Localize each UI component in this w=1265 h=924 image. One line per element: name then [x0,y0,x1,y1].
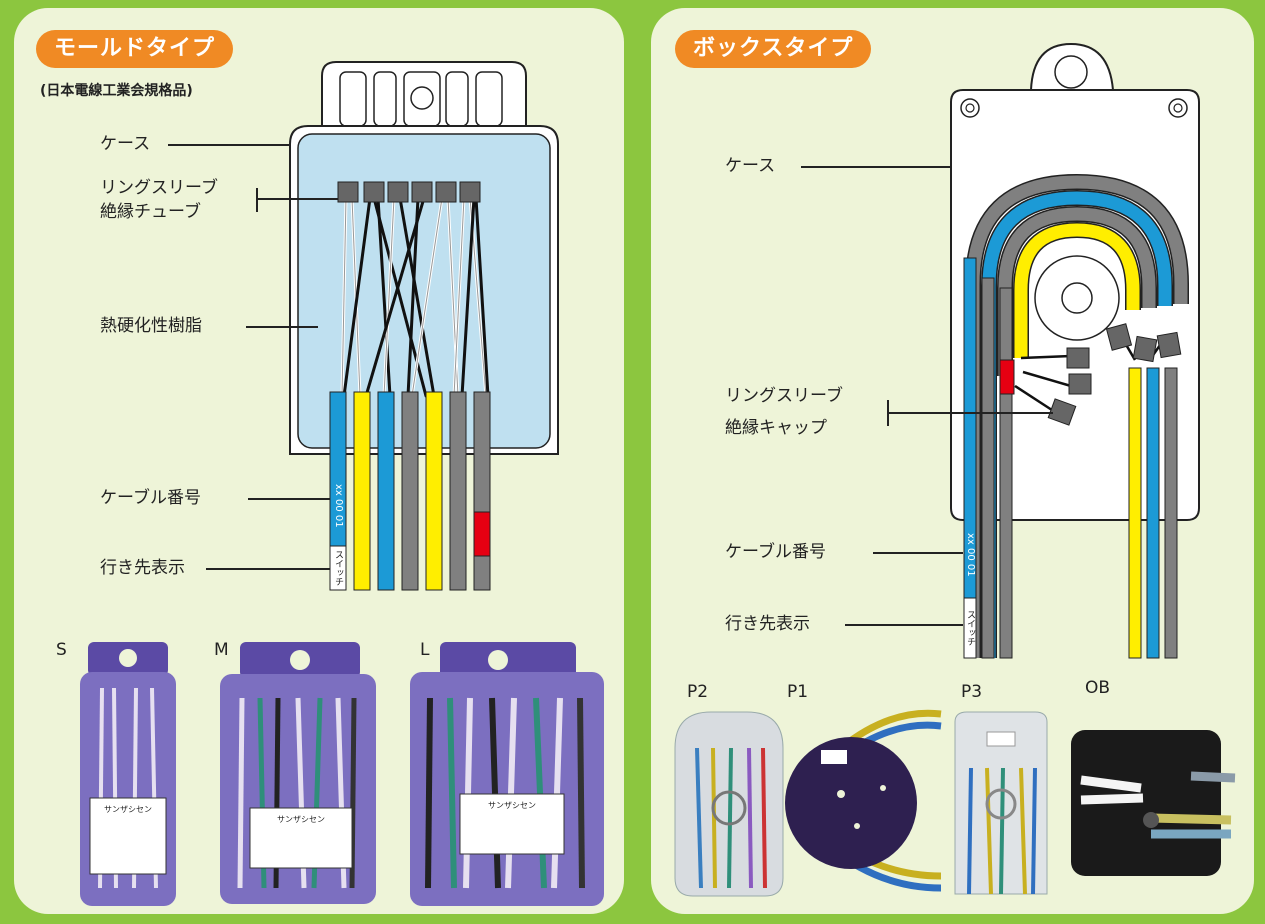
photo-m: サンザシセン [220,642,376,904]
leader-cable-number [248,498,330,500]
leader-case [801,166,951,168]
label-resin: 熱硬化性樹脂 [100,316,202,336]
photo-caption-ob: OB [1085,678,1111,698]
label-cable-number: ケーブル番号 [100,488,201,508]
photo-p2 [674,711,784,897]
photo-s: サンザシセン [80,642,176,906]
leader-destination [206,568,330,570]
photo-caption-p1: P1 [787,682,809,702]
photo-caption-p3: P3 [961,682,983,702]
photo-p3 [954,711,1048,895]
label-insulation-tube: 絶縁チューブ [100,202,201,222]
mold-type-diagram [289,61,559,591]
label-insulation-cap: 絶縁キャップ [725,418,827,438]
leader-destination [845,624,963,626]
mold-type-title: モールドタイプ [36,30,234,68]
leader-resin [246,326,318,328]
photo-p1 [785,709,942,892]
label-destination: 行き先表示 [725,614,810,634]
leader-cable-number [873,552,963,554]
destination-tag-text: スイッチ [333,550,343,586]
leader-case [168,144,290,146]
photo-ob [1071,730,1236,876]
cable-number-text: xx 00 01 [965,533,976,577]
label-cable-number: ケーブル番号 [725,542,826,562]
photo-caption-l: L [420,640,430,660]
label-destination: 行き先表示 [100,558,185,578]
box-type-panel: ボックスタイプ [651,8,1254,914]
leader-bracket [256,188,258,212]
photo-caption-p2: P2 [687,682,709,702]
photo-s-label-text: サンザシセン [104,805,152,814]
label-case: ケース [100,134,151,154]
photo-caption-m: M [214,640,229,660]
mold-type-photos: サンザシセン サンザシセン サンザシセン [80,642,604,906]
destination-tag-text: スイッチ [965,610,975,646]
cable-number-text: xx 00 01 [333,484,344,528]
photo-caption-s: S [56,640,67,660]
photo-l-label-text: サンザシセン [488,801,536,810]
mold-type-subtitle: (日本電線工業会規格品) [40,83,193,99]
label-case: ケース [725,156,776,176]
box-type-title: ボックスタイプ [675,30,872,68]
leader-ring-sleeve [887,412,1053,414]
leader-ring-sleeve [256,198,338,200]
box-type-photos [674,709,1236,897]
label-ring-sleeve: リングスリーブ [100,178,218,198]
photo-m-label-text: サンザシセン [277,815,325,824]
label-ring-sleeve: リングスリーブ [725,386,843,406]
photo-l: サンザシセン [410,642,604,906]
mold-type-panel: モールドタイプ (日本電線工業会規格品) [14,8,624,914]
